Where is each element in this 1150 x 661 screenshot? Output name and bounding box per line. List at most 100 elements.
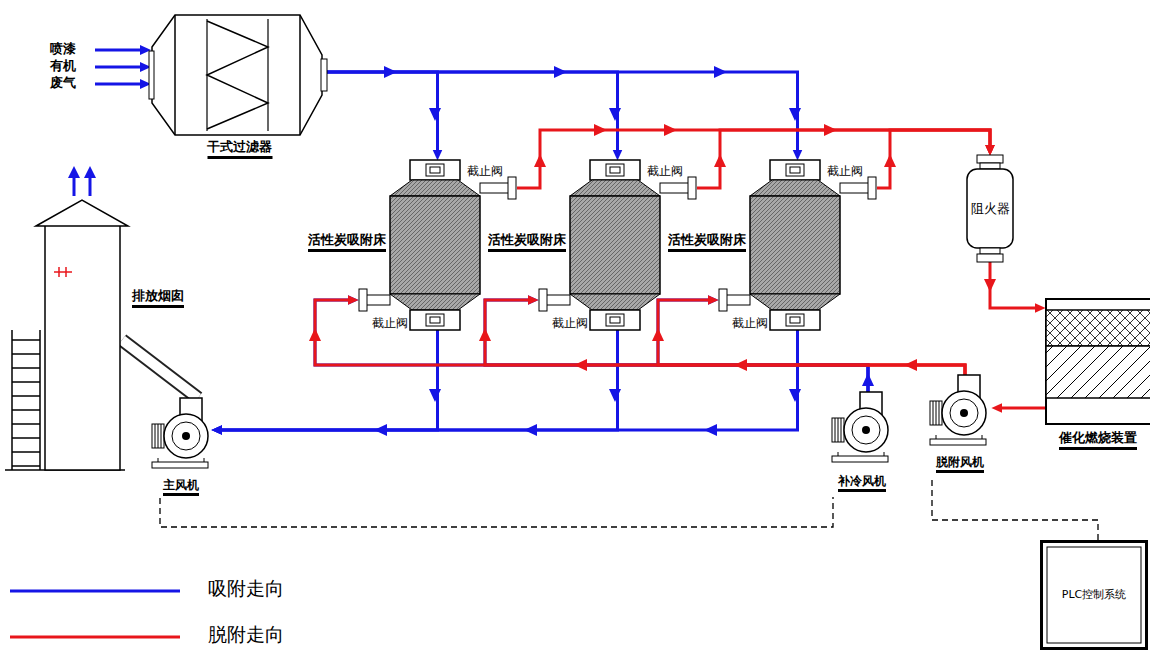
shape-rect (359, 289, 367, 311)
shape-rect (770, 310, 820, 330)
shape-circle (950, 399, 978, 427)
valve-label: 截止阀 (827, 164, 863, 178)
shape-rect (725, 295, 750, 305)
node-label: 补冷风机 (838, 474, 886, 492)
shape-rect (426, 164, 444, 176)
shape-rect (152, 424, 164, 448)
node-label: 排放烟囱 (132, 288, 184, 308)
shape-polygon (570, 294, 660, 310)
pipe (218, 330, 438, 430)
valve-label: 截止阀 (732, 316, 768, 330)
shape-polygon (862, 373, 874, 386)
shape-rect (840, 183, 870, 193)
shape-line (884, 452, 885, 456)
shape-line (95, 49, 142, 52)
shape-line (12, 451, 40, 453)
shape-line (299, 15, 301, 135)
valve-label: 截止阀 (467, 164, 503, 178)
control-line (160, 497, 833, 527)
shape-rect (321, 59, 327, 91)
shape-line (73, 176, 76, 196)
shape-polygon (524, 424, 537, 436)
chimney: 排放烟囱 (42, 198, 122, 470)
shape-line (12, 465, 40, 467)
legend-text: 脱附走向 (208, 623, 284, 646)
shape-rect (868, 177, 876, 199)
shape-rect (152, 462, 208, 468)
desorb-arrows (309, 124, 996, 371)
connector-line (218, 330, 798, 430)
inlet-label: 喷漆 有机 废气 (50, 40, 79, 91)
pipe (517, 130, 990, 188)
shape-line (838, 418, 839, 442)
shape-rect (1046, 346, 1150, 398)
shape-rect (590, 310, 640, 330)
shape-rect (790, 317, 800, 323)
shape-rect (606, 164, 624, 176)
shape-line (65, 267, 67, 277)
connector-line (517, 130, 990, 188)
node-label: 活性炭吸附床 (488, 232, 566, 252)
shape-polygon (664, 124, 677, 136)
shape-polygon (36, 200, 128, 226)
shape-polygon (609, 108, 621, 121)
connector-line (327, 72, 618, 154)
shape-rect (1047, 547, 1141, 643)
shape-circle (942, 391, 986, 435)
node-label: PLC控制系统 (1062, 588, 1126, 601)
shape-rect (930, 439, 986, 445)
shape-circle (960, 409, 968, 417)
legend-text: 吸附走向 (208, 577, 284, 600)
combustor-symbol (1045, 298, 1150, 425)
connector-line (327, 72, 798, 154)
shape-rect (390, 196, 480, 294)
shape-rect (545, 295, 570, 305)
adsorb-arrows (374, 66, 874, 436)
shape-rect (977, 254, 1003, 262)
shape-rect (508, 177, 516, 199)
pipe (998, 408, 1045, 409)
shape-rect (786, 314, 804, 326)
connector-line (327, 72, 438, 154)
shape-rect (660, 183, 690, 193)
adsorption-bed: 活性炭吸附床 (718, 160, 877, 330)
shape-line (835, 418, 836, 442)
shape-polygon (789, 108, 801, 121)
pipe (327, 72, 798, 154)
shape-polygon (429, 108, 441, 121)
shape-rect (480, 183, 510, 193)
connector-line (218, 330, 618, 430)
flame-arrester: 阻火器 (965, 155, 1015, 262)
shape-rect (610, 167, 620, 173)
shape-circle (182, 432, 190, 440)
node-label: 活性炭吸附床 (668, 232, 746, 252)
shape-polygon (384, 66, 397, 78)
pipe (315, 300, 965, 375)
node-label: 脱附风机 (936, 455, 984, 473)
shape-line (158, 424, 159, 448)
pipe (697, 130, 990, 188)
shape-line (10, 636, 180, 639)
shape-rect (45, 224, 120, 470)
filter-symbol (152, 15, 327, 135)
duct (122, 340, 198, 398)
shape-polygon (309, 328, 321, 341)
shape-polyline (207, 21, 268, 129)
shape-line (58, 267, 60, 277)
node-label: 活性炭吸附床 (308, 232, 386, 252)
shape-polygon (789, 389, 801, 402)
connector-line (218, 330, 438, 430)
connector-line (932, 480, 1098, 540)
shape-rect (365, 295, 390, 305)
pipe (485, 300, 868, 392)
shape-rect (1046, 310, 1150, 346)
shape-polygon (390, 180, 480, 196)
pipe (658, 300, 868, 392)
shape-polygon (652, 328, 664, 341)
shape-line (267, 19, 268, 131)
inlet-arrows (95, 45, 151, 89)
connector-line (658, 300, 965, 375)
shape-line (54, 271, 72, 273)
connector-line (485, 300, 868, 392)
shape-rect (570, 196, 660, 294)
